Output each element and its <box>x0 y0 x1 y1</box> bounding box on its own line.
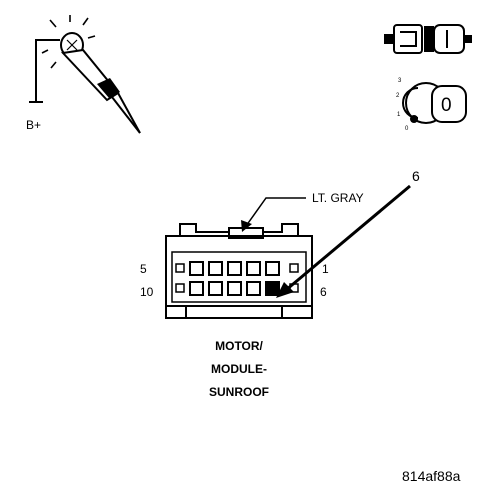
figure-id: 814af88a <box>402 468 461 484</box>
connector-name-line-2: MODULE- <box>211 362 267 376</box>
ignition-position-2: 2 <box>396 93 400 99</box>
connector-pins <box>175 261 299 296</box>
pin-callout-label: 6 <box>412 168 420 184</box>
color-leader-arrow <box>241 197 306 232</box>
pin-callout-arrow <box>276 184 411 298</box>
connector-color-label: LT. GRAY <box>312 191 364 205</box>
ignition-switch-icon: 3 2 1 0 0 <box>396 78 467 132</box>
pin-label-left-bottom: 10 <box>140 285 154 299</box>
pin-label-left-top: 5 <box>140 262 147 276</box>
connector-name-line-1: MOTOR/ <box>215 339 263 353</box>
pin-label-right-top: 1 <box>322 262 329 276</box>
ignition-position-1: 1 <box>397 112 401 118</box>
ignition-position-3: 3 <box>398 78 402 84</box>
test-light-icon <box>29 15 141 134</box>
connector-body <box>165 223 313 319</box>
pin-label-right-bottom: 6 <box>320 285 327 299</box>
ignition-position-0: 0 <box>405 126 409 132</box>
b-plus-label: B+ <box>26 118 41 132</box>
connector-name-line-3: SUNROOF <box>209 385 269 399</box>
ignition-key-icon <box>384 24 472 54</box>
ignition-key-label: 0 <box>441 95 452 116</box>
